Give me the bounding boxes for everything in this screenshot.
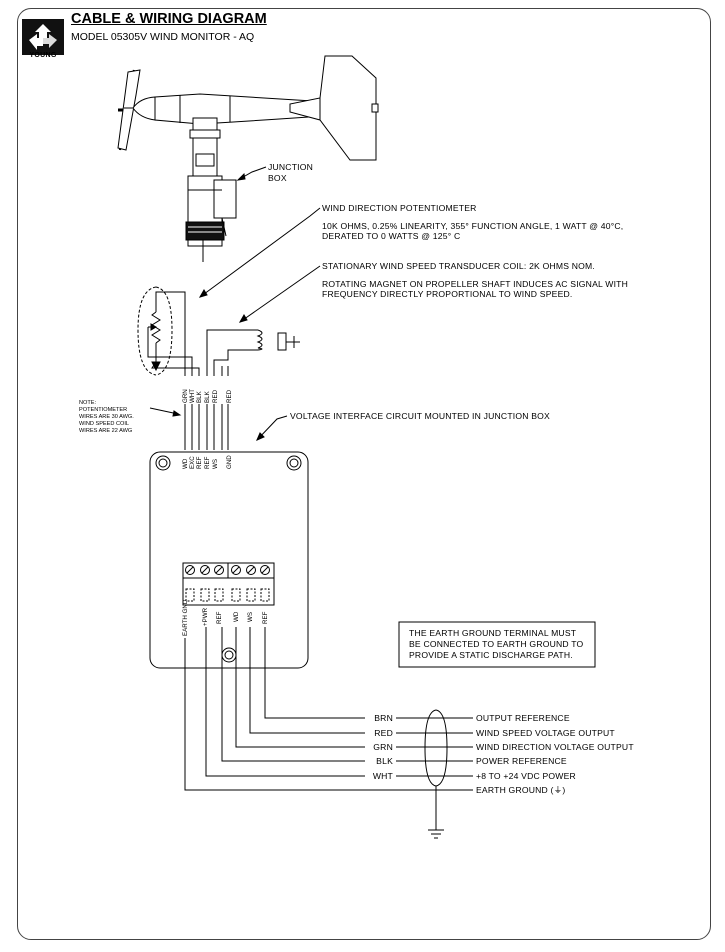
wind-monitor-drawing (117, 55, 379, 262)
svg-text:WIND DIRECTION VOLTAGE OUTPUT: WIND DIRECTION VOLTAGE OUTPUT (476, 742, 634, 752)
transducer-spec-1: ROTATING MAGNET ON PROPELLER SHAFT INDUC… (322, 279, 628, 289)
svg-text:REF: REF (216, 611, 223, 624)
svg-text:REF: REF (262, 611, 269, 624)
earth-ground-note-box (398, 621, 596, 668)
svg-text:WS: WS (212, 459, 219, 469)
transducer-spec-2: FREQUENCY DIRECTLY PROPORTIONAL TO WIND … (322, 289, 573, 299)
svg-text:NOTE:: NOTE: (79, 400, 97, 406)
output-wiring (184, 627, 473, 839)
svg-text:POTENTIOMETER: POTENTIOMETER (79, 407, 127, 413)
potentiometer-spec-1: 10K OHMS, 0.25% LINEARITY, 355° FUNCTION… (322, 221, 623, 231)
svg-text:GRN: GRN (373, 742, 393, 752)
page-frame (17, 8, 711, 940)
young-logo-icon (22, 19, 64, 55)
svg-text:EXC: EXC (189, 456, 196, 469)
svg-text:WHT: WHT (373, 771, 394, 781)
earth-note-line-3: PROVIDE A STATIC DISCHARGE PATH. (409, 650, 573, 660)
potentiometer-title: WIND DIRECTION POTENTIOMETER (322, 203, 477, 213)
svg-text:WHT: WHT (189, 389, 196, 403)
page-subtitle: MODEL 05305V WIND MONITOR - AQ (71, 31, 255, 43)
board-input-labels: WD EXC REF REF WS GND (182, 455, 233, 469)
svg-text:RED: RED (226, 389, 233, 403)
interface-board (149, 451, 309, 669)
svg-text:RED: RED (374, 728, 393, 738)
junction-box-label-2: BOX (268, 173, 287, 183)
svg-text:BRN: BRN (374, 713, 393, 723)
svg-text:WIND SPEED VOLTAGE OUTPUT: WIND SPEED VOLTAGE OUTPUT (476, 728, 615, 738)
svg-text:BLK: BLK (376, 756, 393, 766)
svg-text:BLK: BLK (196, 390, 203, 403)
svg-text:WD: WD (182, 458, 189, 469)
board-output-labels: EARTH GND +PWR REF WD WS REF (182, 599, 269, 636)
earth-note-line-2: BE CONNECTED TO EARTH GROUND TO (409, 639, 584, 649)
svg-text:WIRES ARE 30 AWG.: WIRES ARE 30 AWG. (79, 414, 134, 420)
earth-note-line-1: THE EARTH GROUND TERMINAL MUST (409, 628, 577, 638)
transducer-title: STATIONARY WIND SPEED TRANSDUCER COIL: 2… (322, 261, 595, 271)
logo-text: YOUNG (29, 52, 57, 59)
svg-text:BLK: BLK (204, 390, 211, 403)
page-title: CABLE & WIRING DIAGRAM (71, 11, 267, 27)
sensor-wire-labels: GRN WHT BLK BLK RED RED (182, 389, 233, 403)
cable-color-labels: BRN RED GRN BLK WHT (373, 713, 394, 781)
svg-text:WS: WS (247, 612, 254, 622)
svg-text:+8 TO +24 VDC POWER: +8 TO +24 VDC POWER (476, 771, 576, 781)
svg-text:OUTPUT REFERENCE: OUTPUT REFERENCE (476, 713, 570, 723)
svg-text:REF: REF (204, 456, 211, 469)
potentiometer-spec-2: DERATED TO 0 WATTS @ 125° C (322, 231, 460, 241)
svg-text:WIND SPEED COIL: WIND SPEED COIL (79, 421, 129, 427)
terminal-screws (185, 565, 270, 575)
svg-text:WD: WD (233, 611, 240, 622)
svg-text:REF: REF (196, 456, 203, 469)
svg-text:POWER REFERENCE: POWER REFERENCE (476, 756, 567, 766)
interface-circuit-label: VOLTAGE INTERFACE CIRCUIT MOUNTED IN JUN… (290, 411, 550, 421)
cable-function-labels: OUTPUT REFERENCE WIND SPEED VOLTAGE OUTP… (476, 713, 634, 795)
wire-note: NOTE: POTENTIOMETER WIRES ARE 30 AWG. WI… (79, 400, 134, 434)
svg-text:RED: RED (212, 389, 219, 403)
svg-text:EARTH GND: EARTH GND (182, 599, 189, 636)
svg-text:GRN: GRN (182, 389, 189, 403)
sensor-schematic (137, 207, 321, 450)
svg-text:EARTH GROUND (⏚): EARTH GROUND (⏚) (476, 785, 565, 795)
junction-box-label-1: JUNCTION (268, 162, 313, 172)
svg-text:+PWR: +PWR (202, 607, 209, 626)
svg-text:WIRES ARE 22 AWG: WIRES ARE 22 AWG (79, 428, 132, 434)
svg-text:GND: GND (226, 455, 233, 469)
